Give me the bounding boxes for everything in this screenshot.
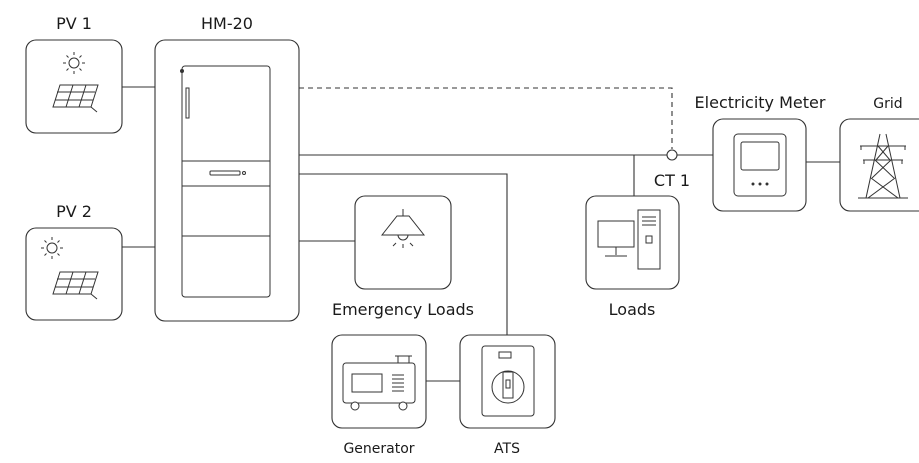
meter-dot	[751, 182, 755, 186]
hm20-node	[154, 39, 300, 322]
ats-label: ATS	[494, 441, 520, 457]
transmission-tower-icon	[858, 133, 908, 199]
generator-box	[331, 334, 427, 429]
grid-label: Grid	[873, 96, 902, 112]
hm20-label: HM-20	[201, 14, 253, 33]
switch-icon	[481, 345, 535, 417]
pv1-box	[25, 39, 123, 134]
solar-panel-icon	[52, 271, 99, 300]
computer-icon	[597, 209, 661, 270]
generator-label: Generator	[343, 441, 414, 457]
generator-icon	[342, 355, 416, 411]
ct-signal-dashed-line	[299, 87, 673, 149]
pv1-label: PV 1	[56, 14, 92, 33]
loads-node	[585, 195, 680, 290]
ct1-label: CT 1	[654, 171, 690, 190]
meter-dot	[765, 182, 769, 186]
meter-dot	[758, 182, 762, 186]
connection-lines	[122, 86, 840, 382]
ats-line	[299, 173, 508, 335]
grid-box	[839, 118, 919, 212]
meter-icon	[733, 133, 787, 197]
pv2-label: PV 2	[56, 202, 92, 221]
ats-node	[459, 334, 556, 429]
emergency-loads-node	[354, 195, 452, 290]
pv1-node	[25, 39, 123, 134]
pv2-box	[25, 227, 123, 321]
pv2-node	[25, 227, 123, 321]
grid-node	[839, 118, 919, 212]
status-led-icon	[180, 69, 184, 73]
generator-node	[331, 334, 427, 429]
ceiling-lamp-icon	[380, 209, 426, 248]
hm20-box	[154, 39, 300, 322]
solar-panel-icon	[52, 84, 99, 113]
sun-icon	[41, 237, 63, 259]
battery-cabinet-icon	[181, 65, 271, 298]
sun-icon	[63, 52, 85, 74]
loads-label: Loads	[609, 300, 656, 319]
ct1-sensor-icon	[666, 149, 678, 161]
electricity-meter-box	[712, 118, 807, 212]
electricity-meter-node	[712, 118, 807, 212]
electricity-meter-label: Electricity Meter	[695, 93, 826, 112]
emergency-loads-box	[354, 195, 452, 290]
emergency-loads-label: Emergency Loads	[332, 300, 474, 319]
